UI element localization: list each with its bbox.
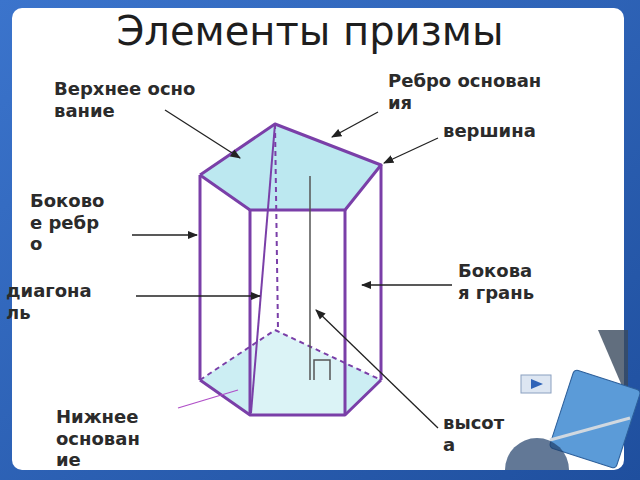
leader-line [384, 138, 438, 163]
bottom-edges [200, 380, 381, 415]
compass-leg [550, 418, 630, 440]
part-label: Ребро основания [388, 70, 548, 113]
height-line [309, 176, 311, 380]
lateral-face [250, 210, 345, 415]
part-label: Верхнее основание [54, 78, 204, 121]
part-label: высота [443, 412, 507, 455]
slide-panel [12, 8, 624, 470]
nav-button [521, 375, 551, 393]
leader-line [316, 310, 438, 428]
lateral-edge [199, 175, 202, 380]
right-angle-mark [314, 360, 330, 380]
diagonal-line [251, 124, 275, 413]
leader-line [362, 284, 452, 285]
part-label: Боковое ребро [30, 190, 108, 255]
hidden-edge [200, 330, 275, 380]
drawing-tools-decoration [505, 330, 640, 470]
prism-edges [200, 124, 381, 415]
top-base [200, 124, 381, 210]
leader-line [332, 112, 378, 137]
leader-lines [132, 110, 452, 428]
leader-line [132, 234, 197, 235]
hidden-edge [275, 330, 381, 380]
play-icon [531, 379, 543, 389]
slide-title: Элементы призмы [0, 8, 620, 54]
lateral-edge [344, 210, 347, 415]
part-label: Нижнее основание [56, 406, 140, 471]
part-label: вершина [443, 120, 563, 142]
hidden-edges [200, 124, 381, 380]
protractor [505, 438, 569, 470]
part-label: диагональ [6, 280, 92, 323]
leader-line [136, 295, 260, 296]
top-edges [200, 124, 381, 210]
leader-line [178, 390, 238, 408]
part-label: Боковая грань [458, 260, 538, 303]
lateral-edge [380, 165, 383, 380]
leader-line [165, 110, 240, 158]
lateral-edge [249, 210, 252, 415]
hidden-edge [275, 124, 278, 330]
